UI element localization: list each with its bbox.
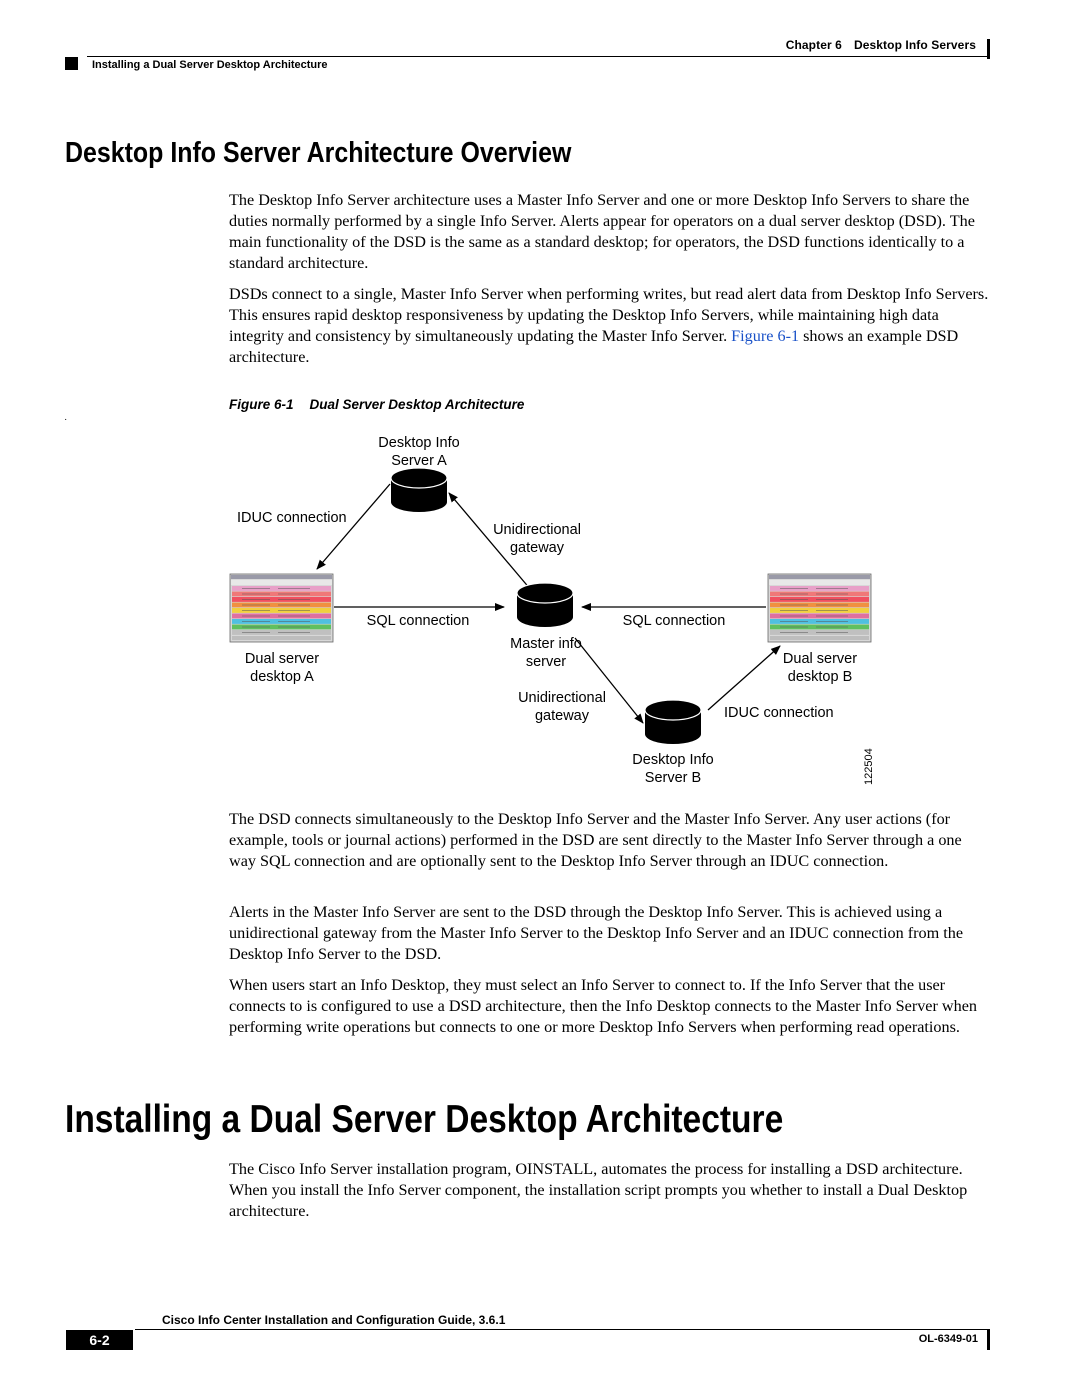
label-iduc-connection-a: IDUC connection — [237, 510, 347, 526]
unidirectional-gateway-arrow-bottom — [574, 637, 644, 724]
footer-bar — [987, 1330, 990, 1350]
chapter-number: Chapter 6 — [785, 38, 842, 52]
dual-server-desktop-a-screenshot-icon — [229, 573, 334, 643]
dual-server-desktop-b-screenshot-icon — [767, 573, 872, 643]
label-dsd-a-line1: Dual server — [245, 651, 319, 667]
figure-caption: Figure 6-1 Dual Server Desktop Architectu… — [229, 397, 524, 412]
paragraph-5: When users start an Info Desktop, they m… — [229, 976, 977, 1036]
footer-page-number: 6-2 — [66, 1330, 133, 1350]
label-server-b-line1: Desktop Info — [632, 752, 713, 768]
architecture-diagram: Desktop Info Server A IDUC connection Un… — [229, 435, 875, 786]
iduc-arrow-a — [316, 483, 391, 570]
label-dsd-b-line1: Dual server — [783, 651, 857, 667]
figure-link[interactable]: Figure 6-1 — [731, 327, 800, 345]
section-heading-installing: Installing a Dual Server Desktop Archite… — [65, 1098, 784, 1141]
desktop-info-server-a-database-icon — [390, 467, 448, 513]
paragraph-2-text: DSDs connect to a single, Master Info Se… — [229, 285, 989, 345]
label-sql-connection-right: SQL connection — [623, 613, 726, 629]
label-unidirectional-top-line2: gateway — [510, 540, 565, 556]
label-dsd-b-line2: desktop B — [788, 669, 853, 685]
header-bar — [987, 39, 990, 59]
footer-book-title: Cisco Info Center Installation and Confi… — [162, 1313, 506, 1327]
paragraph-2-tail: shows an example DSD architecture. — [229, 327, 959, 366]
paragraph-1: The Desktop Info Server architecture use… — [229, 191, 975, 272]
paragraph-6: The Cisco Info Server installation progr… — [229, 1160, 968, 1220]
label-server-a-line1: Desktop Info — [378, 435, 459, 451]
paragraph-4: Alerts in the Master Info Server are sen… — [229, 903, 964, 963]
label-sql-connection-left: SQL connection — [367, 613, 470, 629]
label-iduc-connection-b: IDUC connection — [724, 705, 834, 721]
label-master-line2: server — [526, 654, 566, 670]
label-dsd-a-line2: desktop A — [250, 669, 314, 685]
chapter-title: Desktop Info Servers — [853, 38, 976, 52]
desktop-info-server-b-database-icon — [644, 699, 702, 745]
paragraph-2: DSDs connect to a single, Master Info Se… — [229, 284, 991, 368]
running-header-chapter: Chapter 6 Desktop Info Servers — [786, 38, 976, 52]
unidirectional-gateway-arrow-top — [448, 492, 532, 591]
figure-number: Figure 6-1 — [229, 397, 294, 412]
running-header-section: Installing a Dual Server Desktop Archite… — [92, 59, 328, 71]
footer-doc-number: OL-6349-01 — [918, 1333, 978, 1345]
paragraph-3: The DSD connects simultaneously to the D… — [229, 810, 962, 870]
label-server-b-line2: Server B — [645, 770, 701, 786]
label-unidirectional-bottom-line1: Unidirectional — [518, 690, 606, 706]
label-master-line1: Master info — [510, 636, 582, 652]
iduc-arrow-b — [707, 645, 781, 711]
footer-rule — [135, 1329, 990, 1330]
figure-title: Dual Server Desktop Architecture — [309, 397, 525, 412]
header-square-marker — [65, 57, 78, 70]
label-unidirectional-bottom-line2: gateway — [535, 708, 590, 724]
label-server-a-line2: Server A — [391, 453, 447, 469]
master-info-server-database-icon — [516, 582, 574, 628]
art-id-number: 122504 — [863, 748, 875, 785]
header-rule — [87, 56, 990, 57]
label-unidirectional-top-line1: Unidirectional — [493, 522, 581, 538]
section-heading-overview: Desktop Info Server Architecture Overvie… — [65, 137, 572, 169]
stray-mark: ˙ — [64, 418, 68, 429]
